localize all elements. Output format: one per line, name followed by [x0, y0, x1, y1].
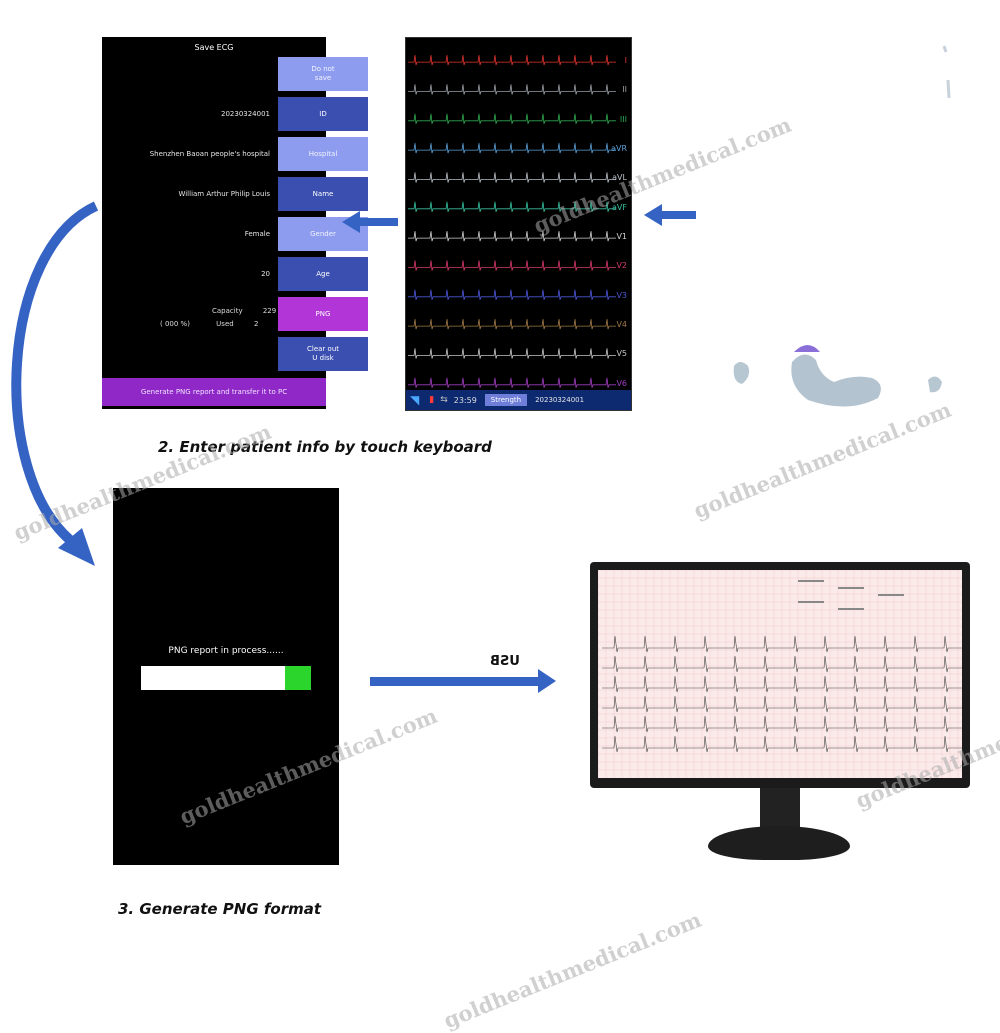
report-ecg-row	[602, 655, 962, 673]
row-value-name: William Arthur Philip Louis	[178, 190, 270, 198]
report-ecg-traces	[598, 570, 962, 778]
report-header-text	[798, 580, 824, 582]
monitor-base	[708, 826, 850, 860]
ecg-traces	[408, 55, 616, 388]
process-text: PNG report in process......	[168, 646, 284, 656]
report-ecg-row	[602, 675, 962, 693]
arrow-save-to-process	[11, 201, 99, 566]
record-icon: ◥	[410, 393, 420, 407]
report-header-text	[878, 594, 904, 596]
ecg-status-bar: ◥ ▮ ⇆ 23:59 Strength 20230324001	[406, 390, 631, 410]
row-value-hospital: Shenzhen Baoan people's hospital	[149, 150, 270, 158]
row-label-do-not-save[interactable]: Do not save	[278, 57, 368, 91]
row-value-id: 20230324001	[221, 110, 270, 118]
ecg-lead-label-v3: V3	[616, 290, 627, 300]
ecg-lead-label-ii: II	[622, 85, 627, 95]
used-percent: ( 000 %)	[160, 320, 190, 328]
ecg-lead-label-v4: V4	[616, 320, 627, 330]
row-label-hospital[interactable]: Hospital	[278, 137, 368, 171]
capacity-label-text: Capacity	[212, 307, 243, 315]
ecg-lead-trace-v4	[408, 319, 616, 330]
capacity-label: Capacity 229	[212, 307, 276, 315]
ecg-time: 23:59	[453, 395, 477, 405]
ecg-lead-trace-v3	[408, 289, 616, 300]
report-ecg-row	[602, 635, 962, 653]
ecg-lead-trace-v5	[408, 348, 616, 359]
ecg-patient-id: 20230324001	[535, 396, 585, 404]
generate-png-button[interactable]: Generate PNG report and transfer it to P…	[102, 378, 326, 406]
ecg-lead-label-iii: III	[619, 114, 627, 124]
row-label-name[interactable]: Name	[278, 177, 368, 211]
caption-step3: 3. Generate PNG format	[118, 900, 322, 918]
row-value-gender: Female	[244, 230, 270, 238]
monitor-stand	[760, 788, 800, 830]
capacity-value: 229	[262, 307, 277, 315]
row-label-clear-out-u-disk[interactable]: Clear out U disk	[278, 337, 368, 371]
ecg-mode-button[interactable]: Strength	[484, 394, 528, 406]
report-ecg-row	[602, 715, 962, 733]
row-label-png[interactable]: PNG	[278, 297, 368, 331]
used-label: ( 000 %) Used 2	[160, 320, 258, 328]
ecg-lead-trace-avf	[408, 201, 616, 212]
progress-fill	[285, 666, 311, 690]
hand-illustration	[733, 45, 951, 407]
flow-arrows	[11, 201, 696, 693]
ecg-lead-label-avf: aVF	[612, 202, 627, 212]
row-label-id[interactable]: ID	[278, 97, 368, 131]
report-ecg-row	[602, 695, 962, 713]
report-header-text	[838, 608, 864, 610]
report-ecg-row	[602, 735, 962, 753]
progress-bar	[141, 666, 311, 690]
ecg-report-preview	[598, 570, 962, 778]
caption-step2: 2. Enter patient info by touch keyboard	[158, 438, 492, 456]
png-process-screen: PNG report in process......	[113, 488, 339, 865]
report-header-text	[798, 601, 824, 603]
ecg-lead-label-avr: aVR	[611, 144, 627, 154]
arrow-process-to-monitor	[370, 669, 556, 693]
ecg-lead-label-v2: V2	[616, 261, 627, 271]
monitor-frame	[590, 562, 970, 788]
used-label-text: Used	[216, 320, 234, 328]
arrow-hand-to-ecg	[644, 204, 696, 226]
ecg-lead-label-v6: V6	[616, 378, 627, 388]
ecg-lead-trace-avl	[408, 172, 616, 183]
alarm-icon: ▮	[429, 395, 435, 405]
sync-icon: ⇆	[440, 395, 448, 405]
row-label-age[interactable]: Age	[278, 257, 368, 291]
arrow-ecg-to-save	[342, 211, 398, 233]
usb-label: USB	[490, 654, 520, 669]
used-value: 2	[253, 320, 259, 328]
ecg-lead-trace-ii	[408, 84, 616, 95]
row-value-age: 20	[261, 270, 270, 278]
ecg-lead-label-v5: V5	[616, 349, 627, 359]
save-ecg-title: Save ECG	[194, 43, 234, 52]
ecg-lead-trace-avr	[408, 143, 616, 154]
ecg-lead-label-avl: aVL	[612, 173, 627, 183]
ecg-lead-trace-v6	[408, 377, 616, 388]
ecg-lead-trace-v2	[408, 260, 616, 271]
ecg-lead-trace-i	[408, 55, 616, 66]
ecg-lead-label-v1: V1	[616, 232, 627, 242]
ecg-lead-trace-v1	[408, 231, 616, 242]
ecg-lead-trace-iii	[408, 113, 616, 124]
pc-monitor	[590, 562, 970, 862]
ecg-lead-label-i: I	[624, 56, 627, 66]
report-header-text	[838, 587, 864, 589]
